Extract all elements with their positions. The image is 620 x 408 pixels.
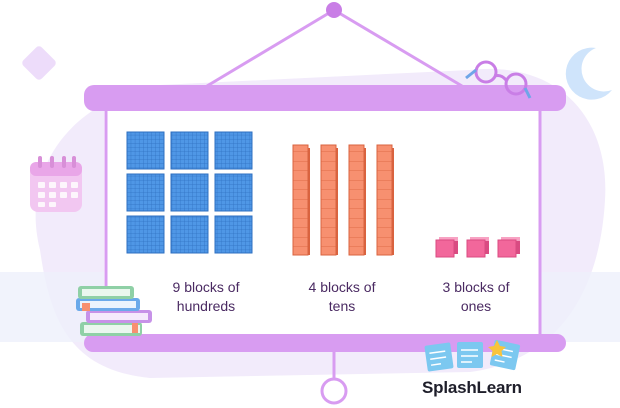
label-tens-line1: 4 blocks of [308,279,376,295]
crescent-icon [565,47,612,100]
hundred-block [126,215,165,254]
one-cube-side [485,237,489,254]
blocks-layer [126,131,520,258]
hundred-block [126,131,165,170]
hundred-block [170,131,209,170]
one-cube-side [454,237,458,254]
label-tens: 4 blocks of tens [282,278,402,316]
ten-rod [348,144,365,256]
ten-rod [292,144,309,256]
sticky-notes-icon [424,339,521,372]
label-hundreds-line1: 9 blocks of [172,279,240,295]
books-icon [76,286,152,336]
label-hundreds: 9 blocks of hundreds [146,278,266,316]
one-cube [497,239,517,258]
label-hundreds-line2: hundreds [176,298,236,314]
hundred-block [170,173,209,212]
hundred-block [214,215,253,254]
label-ones: 3 blocks of ones [416,278,536,316]
ten-rod [320,144,337,256]
one-cube [466,239,486,258]
one-cube-top [439,237,458,241]
board-top-bar [84,85,566,111]
label-ones-line2: ones [460,298,492,314]
diamond-icon [22,46,56,80]
brand-logo: SplashLearn [422,378,522,397]
hundred-block [214,173,253,212]
one-cube-side [516,237,520,254]
ten-rod [376,144,393,256]
hundred-block [126,173,165,212]
hanger-pin [326,2,342,18]
calendar-icon [30,156,82,212]
one-cube [435,239,455,258]
label-tens-line2: tens [328,298,356,314]
pull-ring [320,377,348,405]
one-cube-top [470,237,489,241]
one-cube-top [501,237,520,241]
glasses-icon [465,60,532,99]
star-icon [488,340,506,357]
label-ones-line1: 3 blocks of [442,279,510,295]
hundred-block [170,215,209,254]
hundred-block [214,131,253,170]
